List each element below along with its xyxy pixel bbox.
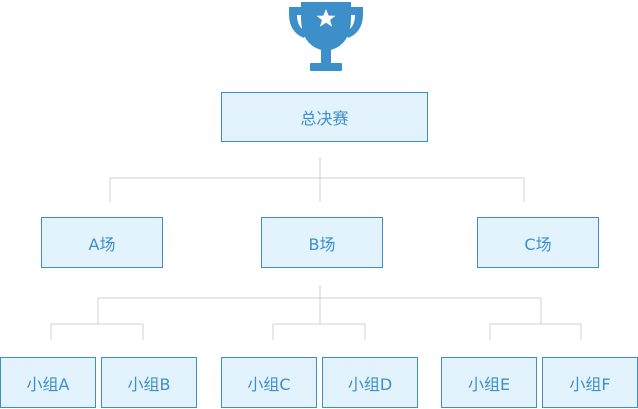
group-node-e: 小组E <box>441 357 537 408</box>
venue-node-c: C场 <box>477 217 599 268</box>
final-node: 总决赛 <box>221 92 428 142</box>
group-node-f: 小组F <box>542 357 638 408</box>
venue-node-a: A场 <box>41 217 163 268</box>
venue-node-b: B场 <box>261 217 383 268</box>
group-node-d: 小组D <box>322 357 418 408</box>
trophy-icon <box>289 2 363 71</box>
group-node-c: 小组C <box>221 357 317 408</box>
group-node-a: 小组A <box>0 357 96 408</box>
group-node-b: 小组B <box>101 357 197 408</box>
